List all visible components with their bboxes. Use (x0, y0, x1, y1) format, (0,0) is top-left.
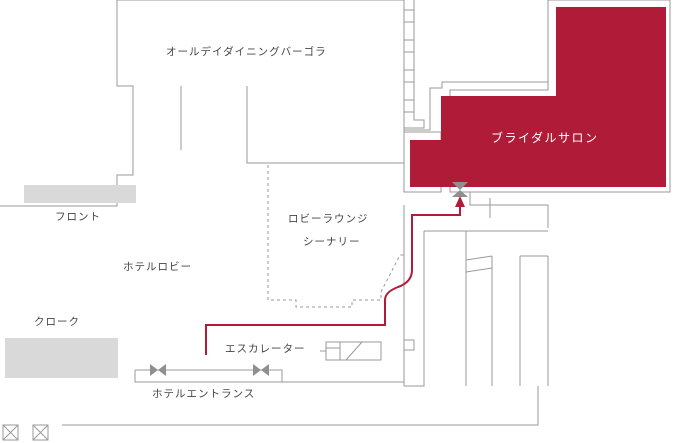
escalator-label: エスカレーター (225, 343, 306, 355)
cloak-room: クローク (5, 316, 118, 378)
cloak-label: クローク (34, 316, 80, 328)
crossed-box-icon (32, 424, 49, 441)
front-desk: フロント (24, 185, 136, 223)
front-label: フロント (55, 211, 101, 223)
east-wing-walls (62, 192, 549, 426)
dining-hall-walls (0, 0, 415, 207)
lobby-lounge-label-line1: ロビーラウンジ (288, 213, 369, 225)
lobby-lounge-label-line2: シーナリー (303, 236, 361, 248)
front-desk-counter (24, 185, 136, 203)
hotel-entrance-label: ホテルエントランス (152, 388, 255, 400)
bowtie-door-icon (150, 364, 166, 376)
bridal-salon-room[interactable]: ブライダルサロン (403, 0, 671, 193)
all-day-dining-label: オールデイダイニングバーゴラ (166, 45, 327, 58)
bridal-salon-label: ブライダルサロン (491, 130, 599, 145)
bridal-salon-fill (441, 7, 666, 187)
route-to-salon (205, 196, 465, 355)
bridal-salon-antechamber (410, 140, 441, 187)
hotel-lobby-label: ホテルロビー (123, 261, 192, 273)
entrance-walls (134, 369, 404, 383)
cloak-counter (5, 338, 118, 378)
bowtie-door-icon (452, 182, 468, 197)
bowtie-door-icon (253, 364, 269, 376)
escalator-area: エスカレーター (225, 341, 382, 361)
crossed-box-icon (2, 424, 19, 441)
lobby-lounge-area: ロビーラウンジ シーナリー (267, 165, 404, 308)
arrow-up-icon (455, 196, 465, 207)
